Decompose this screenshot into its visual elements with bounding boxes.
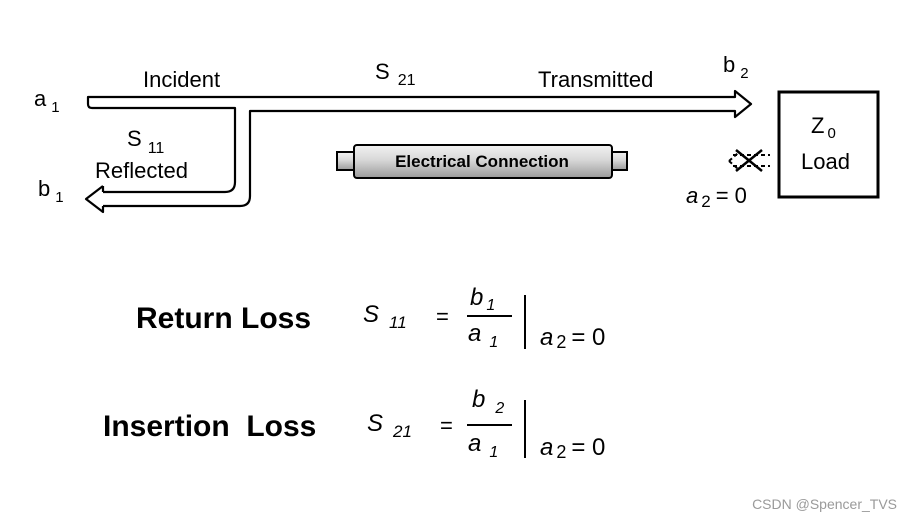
incident-transmitted-arrow [86, 89, 753, 208]
electrical-connection-icon [336, 144, 628, 179]
electrical-connection-label: Electrical Connection [395, 152, 569, 171]
load-label: Load [801, 149, 850, 174]
blocked-wave-icon [728, 149, 770, 172]
incident-label: Incident [143, 67, 220, 92]
return-loss-eq: = [436, 304, 449, 329]
insertion-loss-eq: = [440, 413, 453, 438]
transmitted-label: Transmitted [538, 67, 653, 92]
reflected-arrow-head [84, 185, 105, 214]
load-box [777, 90, 880, 199]
reflected-label: Reflected [95, 158, 188, 183]
return-loss-label: Return Loss [136, 302, 311, 335]
insertion-loss-label: Insertion Loss [103, 410, 316, 443]
watermark: CSDN @Spencer_TVS [752, 496, 897, 512]
